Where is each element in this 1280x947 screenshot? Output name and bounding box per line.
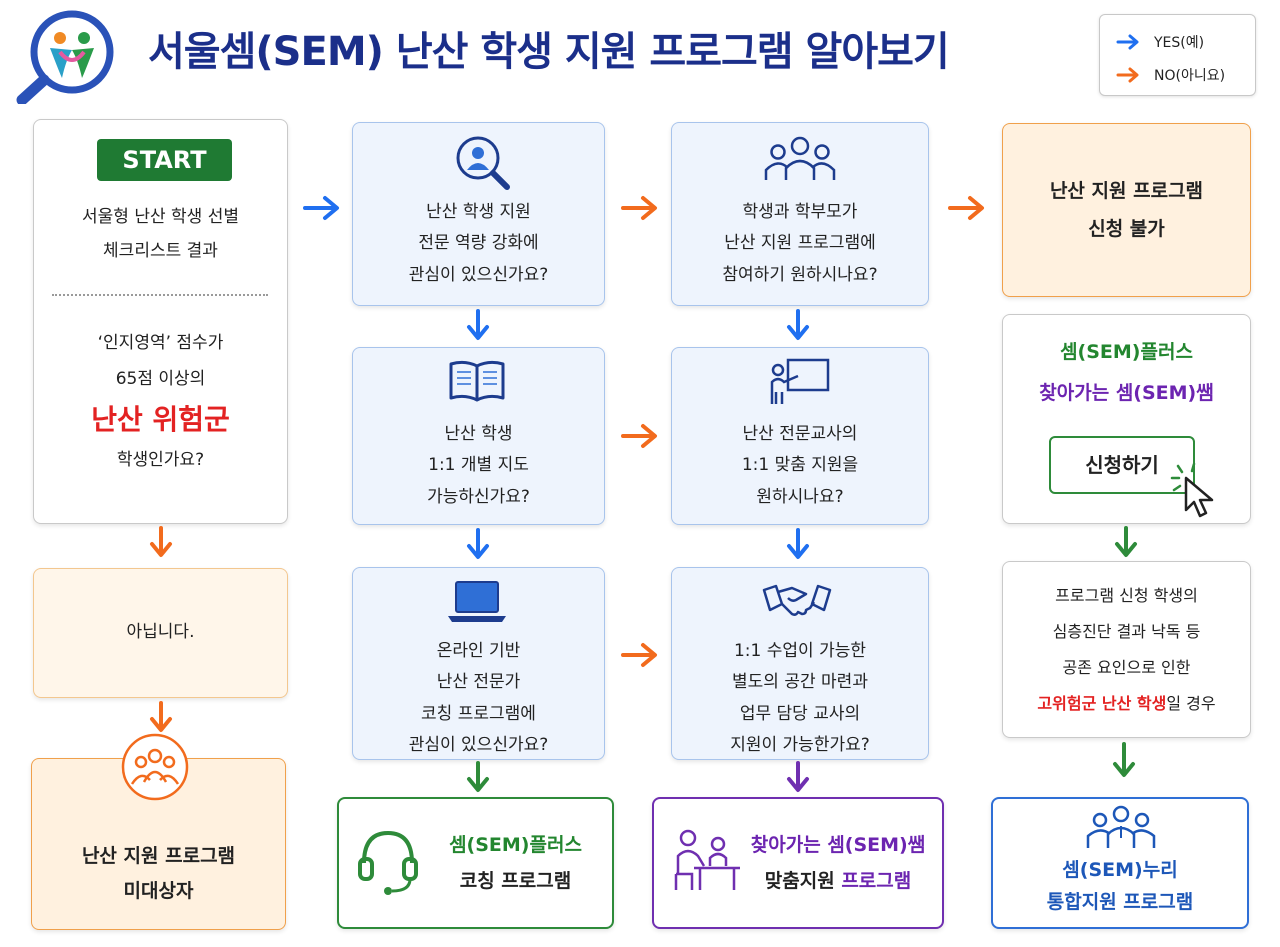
visiting-result-line-2a: 맞춤지원 xyxy=(764,870,835,892)
q-specialist-line-1: 난산 전문교사의 xyxy=(742,423,858,444)
question-card-participation: 학생과 학부모가 난산 지원 프로그램에 참여하기 원하시나요? xyxy=(671,122,929,306)
high-risk-highlight: 고위험군 난산 학생 xyxy=(1037,693,1167,713)
not-eligible-result-line-2: 미대상자 xyxy=(123,880,194,902)
team-icon xyxy=(1086,805,1156,848)
integrated-result-line-1: 셈(SEM)누리 xyxy=(1062,859,1178,881)
no-arrow-q2-to-q5 xyxy=(621,424,657,448)
legend: YES(예) NO(아니요) xyxy=(1099,14,1256,96)
q-online-line-2: 난산 전문가 xyxy=(436,672,521,693)
yes-arrow-q1-down xyxy=(467,309,489,340)
no-arrow-start-down xyxy=(150,526,172,557)
no-arrow-q1-to-q4 xyxy=(621,196,657,220)
q-participation-line-1: 학생과 학부모가 xyxy=(742,201,858,222)
green-arrow-condition-down xyxy=(1113,742,1135,777)
q-participation-line-2: 난산 지원 프로그램에 xyxy=(724,233,876,254)
result-card-integrated[interactable]: 셈(SEM)누리 통합지원 프로그램 xyxy=(991,797,1249,929)
question-card-specialist: 난산 전문교사의 1:1 맞춤 지원을 원하시나요? xyxy=(671,347,929,525)
q-online-line-1: 온라인 기반 xyxy=(436,640,521,661)
page-title: 서울셈(SEM) 난산 학생 지원 프로그램 알아보기 xyxy=(148,29,950,75)
question-card-space: 1:1 수업이 가능한 별도의 공간 마련과 업무 담당 교사의 지원이 가능한… xyxy=(671,567,929,760)
question-card-online: 온라인 기반 난산 전문가 코칭 프로그램에 관심이 있으신가요? xyxy=(352,567,605,760)
q-expertise-line-1: 난산 학생 지원 xyxy=(426,201,531,222)
apply-card-line-1: 셈(SEM)플러스 xyxy=(1060,341,1193,363)
not-eligible-line-2: 신청 불가 xyxy=(1088,218,1165,240)
condition-tail: 일 경우 xyxy=(1166,693,1216,713)
start-card xyxy=(33,119,288,524)
condition-line-2: 심층진단 결과 낙독 등 xyxy=(1052,621,1201,641)
yes-arrow-start-to-q1 xyxy=(303,196,339,220)
headset-icon xyxy=(358,830,418,895)
q-specialist-line-2: 1:1 맞춤 지원을 xyxy=(741,455,859,476)
not-eligible-card: 난산 지원 프로그램 신청 불가 xyxy=(1002,123,1251,297)
start-badge: START xyxy=(97,139,232,181)
q-space-line-1: 1:1 수업이 가능한 xyxy=(733,640,866,661)
no-arrow-answer-down xyxy=(150,701,172,732)
legend-no: NO(아니요) xyxy=(1116,63,1225,87)
q-online-line-4: 관심이 있으신가요? xyxy=(408,734,549,755)
start-question-line-3: 학생인가요? xyxy=(116,450,205,470)
yes-arrow-q2-down xyxy=(467,528,489,559)
blue-arrow-icon xyxy=(1116,34,1139,50)
start-line-2: 체크리스트 결과 xyxy=(103,241,218,261)
q-space-line-3: 업무 담당 교사의 xyxy=(739,703,861,724)
book-icon xyxy=(449,360,505,402)
group-icon xyxy=(764,136,836,180)
q-participation-line-3: 참여하기 원하시나요? xyxy=(722,264,878,285)
not-eligible-line-1: 난산 지원 프로그램 xyxy=(1049,180,1204,202)
coaching-result-line-2: 코칭 프로그램 xyxy=(459,870,572,892)
q-space-line-2: 별도의 공간 마련과 xyxy=(732,672,868,693)
logo-icon xyxy=(16,10,114,104)
start-question-line-2: 65점 이상의 xyxy=(115,369,206,389)
legend-no-label: NO(아니요) xyxy=(1154,68,1226,84)
condition-card: 프로그램 신청 학생의 심층진단 결과 낙독 등 공존 요인으로 인한 고위험군… xyxy=(1002,561,1251,738)
no-answer-text: 아닙니다. xyxy=(126,622,195,643)
apply-button[interactable]: 신청하기 xyxy=(1049,436,1195,494)
legend-yes: YES(예) xyxy=(1116,30,1204,54)
no-arrow-q4-to-not-eligible xyxy=(948,196,984,220)
purple-arrow-q6-down xyxy=(787,761,809,792)
yes-arrow-q5-down xyxy=(787,528,809,559)
start-question-line-1: ‘인지영역’ 점수가 xyxy=(97,333,224,353)
tutoring-icon xyxy=(674,829,740,890)
divider xyxy=(52,294,268,296)
legend-yes-label: YES(예) xyxy=(1154,35,1205,51)
visiting-result-line-2b: 프로그램 xyxy=(841,870,912,892)
q-online-line-3: 코칭 프로그램에 xyxy=(421,703,536,724)
result-card-coaching[interactable]: 셈(SEM)플러스 코칭 프로그램 xyxy=(337,797,614,929)
q-expertise-line-3: 관심이 있으신가요? xyxy=(408,264,549,285)
apply-card-line-2: 찾아가는 셈(SEM)쌤 xyxy=(1039,382,1214,404)
magnifier-person-icon xyxy=(456,136,510,190)
no-arrow-q3-to-q6 xyxy=(621,643,657,667)
green-arrow-q3-down xyxy=(467,761,489,792)
q-individual-line-1: 난산 학생 xyxy=(444,423,513,444)
result-card-visiting[interactable]: 찾아가는 셈(SEM)쌤 맞춤지원 프로그램 xyxy=(652,797,944,929)
integrated-result-line-2: 통합지원 프로그램 xyxy=(1046,891,1194,913)
q-individual-line-2: 1:1 개별 지도 xyxy=(428,455,529,476)
orange-arrow-icon xyxy=(1116,67,1139,83)
cursor-click-icon xyxy=(1170,462,1214,518)
people-circle-icon xyxy=(121,733,189,801)
yes-arrow-q4-down xyxy=(787,309,809,340)
start-line-1: 서울형 난산 학생 선별 xyxy=(82,207,239,227)
no-answer-card: 아닙니다. xyxy=(33,568,288,698)
q-specialist-line-3: 원하시나요? xyxy=(756,486,844,507)
laptop-icon xyxy=(448,581,506,622)
question-card-expertise: 난산 학생 지원 전문 역량 강화에 관심이 있으신가요? xyxy=(352,122,605,306)
not-eligible-result-line-1: 난산 지원 프로그램 xyxy=(81,844,236,867)
handshake-icon xyxy=(762,584,832,616)
risk-group-highlight: 난산 위험군 xyxy=(91,403,230,436)
teacher-board-icon xyxy=(770,358,830,404)
q-individual-line-3: 가능하신가요? xyxy=(427,486,530,507)
q-space-line-4: 지원이 가능한가요? xyxy=(730,734,870,755)
coaching-result-line-1: 셈(SEM)플러스 xyxy=(449,834,582,856)
condition-line-3: 공존 요인으로 인한 xyxy=(1062,657,1191,677)
green-arrow-apply-down xyxy=(1115,526,1137,557)
q-expertise-line-2: 전문 역량 강화에 xyxy=(418,233,539,254)
visiting-result-line-1: 찾아가는 셈(SEM)쌤 xyxy=(750,834,926,856)
condition-line-1: 프로그램 신청 학생의 xyxy=(1055,585,1198,605)
